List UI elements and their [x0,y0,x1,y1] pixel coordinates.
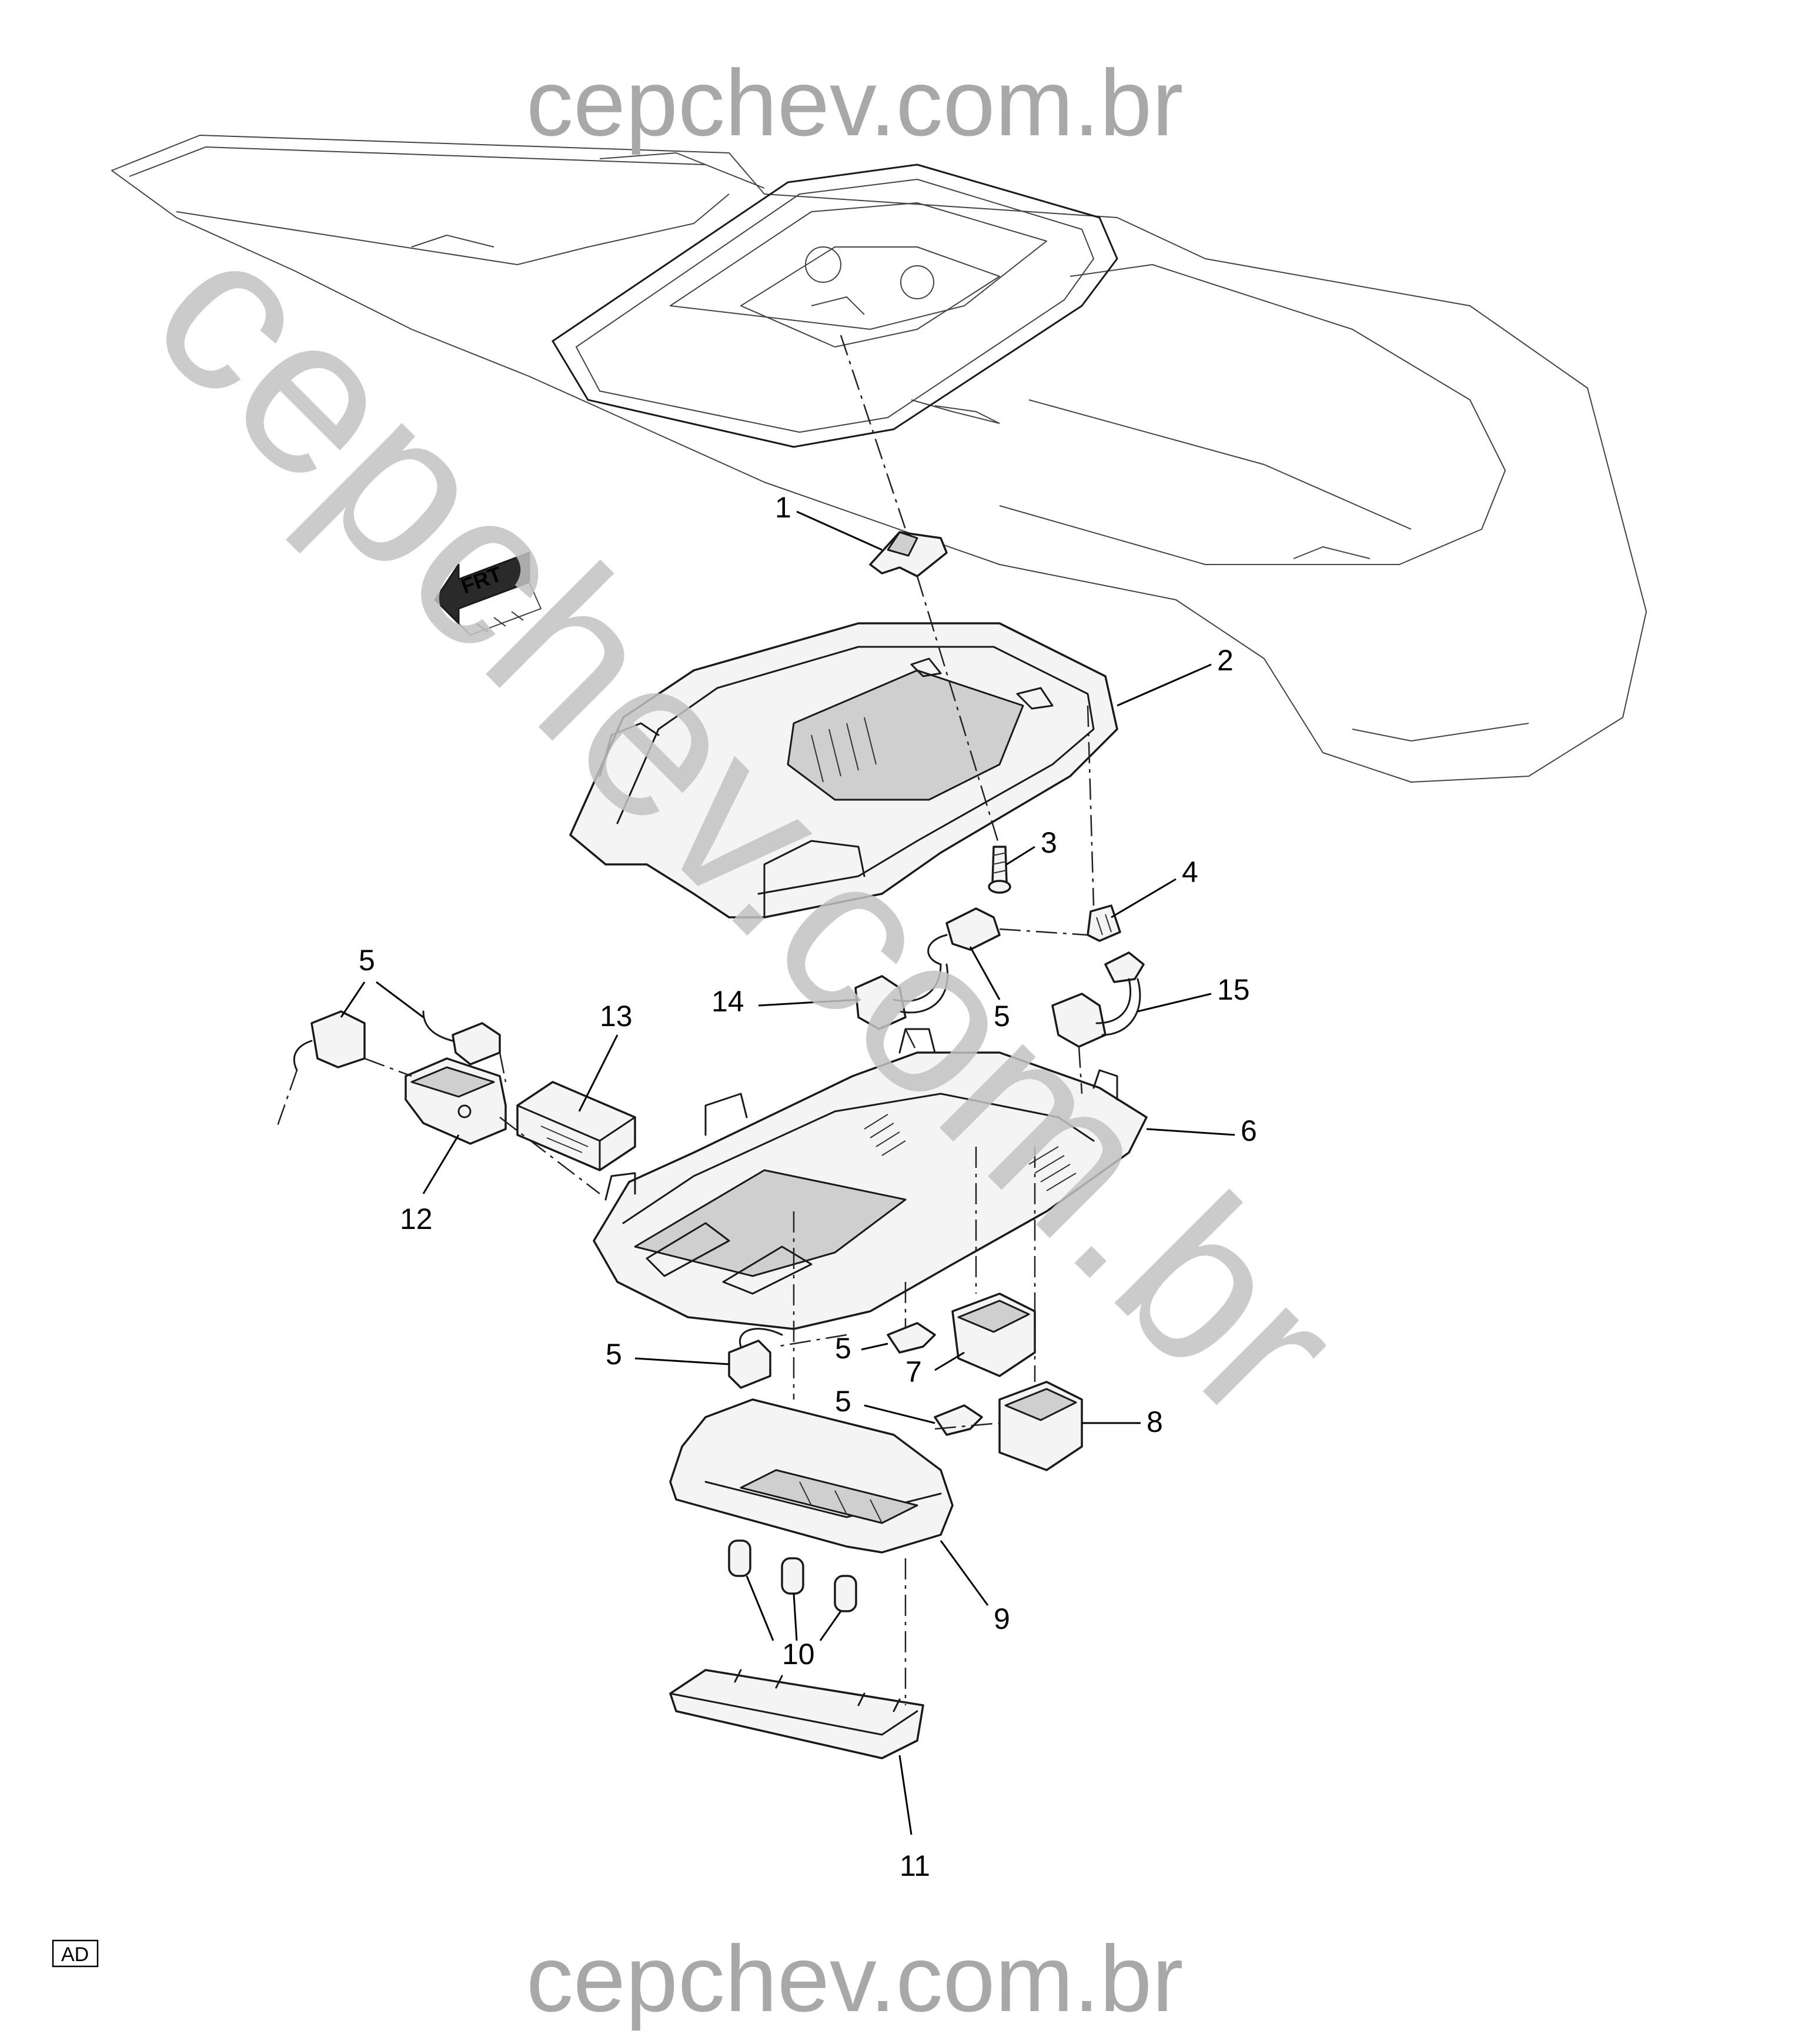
part-7-switch [951,1292,1036,1377]
callout-7: 7 [905,1355,922,1388]
part-9-lamp-housing [669,1398,954,1554]
part-5-connector-c [293,1010,366,1071]
roof-headliner [111,135,1647,783]
callout-13: 13 [600,1000,633,1033]
part-13-module [516,1081,636,1171]
callout-5a: 5 [994,1000,1010,1033]
callout-1: 1 [775,491,791,524]
callout-4: 4 [1182,856,1198,889]
part-12-switch [405,1057,507,1145]
callout-2: 2 [1217,644,1234,677]
callout-5c: 5 [606,1338,622,1371]
callout-8: 8 [1147,1405,1163,1438]
part-10-bulbs [728,1539,857,1612]
part-5-connector-b [422,1010,501,1066]
callout-5b: 5 [359,944,375,977]
callout-10: 10 [782,1638,815,1671]
part-4-clip [1087,904,1121,942]
figure-code: AD [61,1943,89,1966]
part-14-socket-harness [854,963,948,1030]
callout-11: 11 [900,1849,930,1882]
watermark-top: cepchev.com.br [526,50,1184,155]
part-6-console-housing [593,1028,1148,1330]
callout-5d: 5 [835,1332,851,1365]
front-direction-arrow: FRT [434,552,542,636]
callout-15: 15 [1217,973,1250,1006]
watermark-bottom: cepchev.com.br [526,1926,1184,2031]
part-8-switch [998,1381,1083,1471]
part-1-bracket [869,531,948,577]
callout-14: 14 [711,985,744,1018]
callout-6: 6 [1241,1114,1257,1147]
part-2-console-frame [569,622,1118,919]
assembly-centerlines [275,335,1095,1705]
callout-9: 9 [994,1602,1010,1635]
callout-5e: 5 [835,1385,851,1418]
part-3-screw [988,846,1011,894]
part-15-socket-harness [1051,951,1145,1048]
part-5-connector-a [927,907,1001,966]
part-11-lens [669,1669,924,1759]
callout-12: 12 [400,1203,433,1235]
callout-3: 3 [1041,826,1057,859]
callout-numbers: 1 2 3 4 5 15 14 5 13 12 6 5 5 7 5 8 9 10… [359,491,1257,1882]
part-5-connector-d [728,1328,783,1389]
leader-lines [340,510,1235,1835]
figure-code-box: AD [52,1939,99,1968]
watermarks: cepchev.com.br cepchev.com.br cepchev.co… [106,50,1388,2031]
